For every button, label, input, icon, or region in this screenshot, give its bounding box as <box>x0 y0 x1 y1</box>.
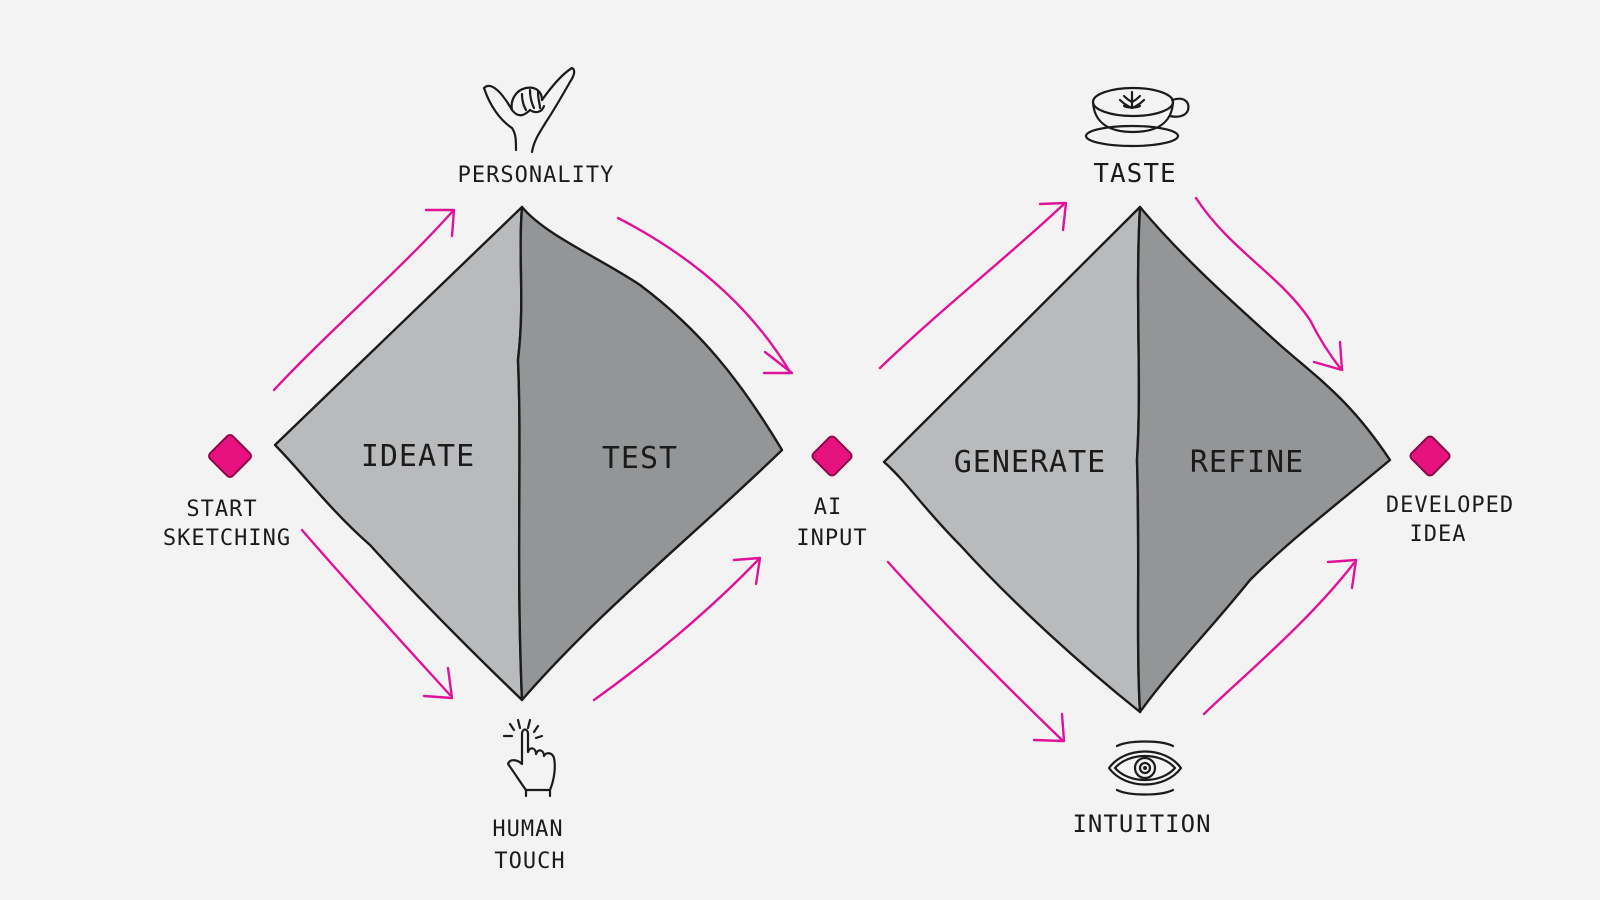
ai-input-node <box>811 435 853 477</box>
intuition-label: INTUITION <box>1072 810 1211 838</box>
arrow-personality-to-ai <box>616 216 794 375</box>
developed-idea-node <box>1409 435 1451 477</box>
arrows <box>272 196 1358 743</box>
arrow-taste-to-developed-idea <box>1194 196 1344 372</box>
arrow-ai-to-taste <box>878 201 1068 370</box>
start-sketching-label-line1: START <box>186 497 257 522</box>
ideate-label: IDEATE <box>361 439 475 474</box>
human-touch-label-line1: HUMAN <box>492 817 563 842</box>
arrow-start-to-human-touch <box>300 528 454 700</box>
refine-label: REFINE <box>1190 445 1304 480</box>
human-touch-label-line2: TOUCH <box>494 849 565 874</box>
eye-icon <box>1107 740 1183 796</box>
start-sketching-label-line2: SKETCHING <box>163 526 291 551</box>
shaka-hand-icon <box>482 66 576 154</box>
generate-label: GENERATE <box>954 445 1107 480</box>
personality-label: PERSONALITY <box>458 163 615 188</box>
tapping-finger-icon <box>502 718 556 798</box>
ai-input-label-line1: AI <box>814 495 843 520</box>
diamond-2-right-face <box>1135 205 1392 714</box>
developed-idea-label-line2: IDEA <box>1410 522 1467 547</box>
start-sketching-node <box>208 434 252 478</box>
test-label: TEST <box>602 441 678 476</box>
latte-cup-icon <box>1084 86 1190 148</box>
diamond-1 <box>273 205 784 702</box>
taste-label: TASTE <box>1093 159 1176 189</box>
developed-idea-label-line1: DEVELOPED <box>1386 493 1514 518</box>
arrow-human-touch-to-ai <box>592 556 762 702</box>
ai-input-label-line2: INPUT <box>796 526 867 551</box>
arrow-ai-to-intuition <box>886 560 1066 743</box>
arrow-intuition-to-developed-idea <box>1202 558 1358 716</box>
diamond-2 <box>882 205 1392 714</box>
diamond-1-right-face <box>516 205 784 702</box>
arrow-start-to-personality <box>272 208 456 392</box>
